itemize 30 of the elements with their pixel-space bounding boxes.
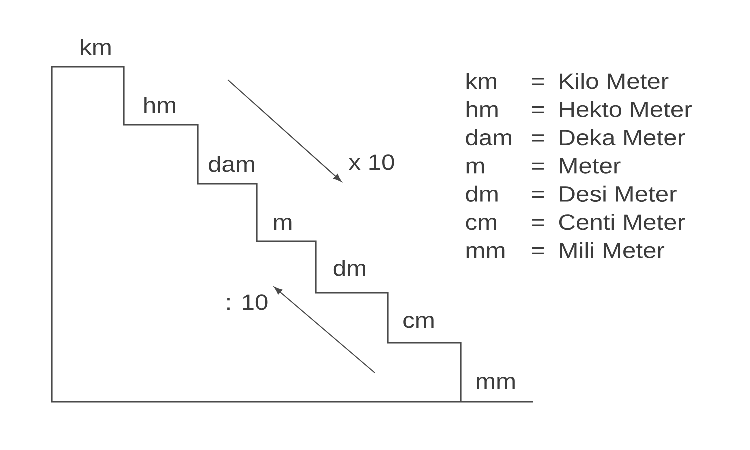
step-label: dm bbox=[334, 260, 366, 276]
step-label: m bbox=[274, 218, 292, 230]
equals-sign: = bbox=[532, 134, 544, 142]
step-label: km bbox=[81, 39, 111, 55]
unit-abbreviation: dm bbox=[466, 186, 498, 202]
unit-abbreviation: dam bbox=[466, 129, 512, 146]
unit-abbreviation: m bbox=[466, 162, 484, 174]
equals-sign: = bbox=[532, 247, 544, 254]
unit-name: Mili Meter bbox=[560, 242, 665, 258]
step-label: mm bbox=[477, 377, 515, 389]
step-label: cm bbox=[404, 316, 434, 328]
unit-name: Hekto Meter bbox=[560, 101, 692, 118]
unit-name: Kilo Meter bbox=[560, 73, 669, 90]
equals-sign: = bbox=[532, 78, 544, 86]
step-label: hm bbox=[144, 97, 176, 113]
factor-label: x 10 bbox=[349, 154, 394, 170]
equals-sign: = bbox=[532, 191, 544, 198]
unit-name: Deka Meter bbox=[560, 129, 686, 146]
unit-abbreviation: km bbox=[466, 73, 496, 89]
equals-sign: = bbox=[532, 106, 544, 114]
equals-sign: = bbox=[532, 219, 544, 226]
unit-name: Meter bbox=[560, 158, 621, 174]
unit-abbreviation: hm bbox=[466, 101, 498, 118]
unit-name: Desi Meter bbox=[560, 186, 677, 202]
unit-abbreviation: cm bbox=[466, 218, 496, 230]
unit-abbreviation: mm bbox=[466, 246, 505, 258]
unit-name: Centi Meter bbox=[559, 214, 686, 230]
equals-sign: = bbox=[532, 162, 544, 170]
factor-label: : 10 bbox=[228, 294, 268, 310]
step-label: dam bbox=[209, 156, 254, 172]
